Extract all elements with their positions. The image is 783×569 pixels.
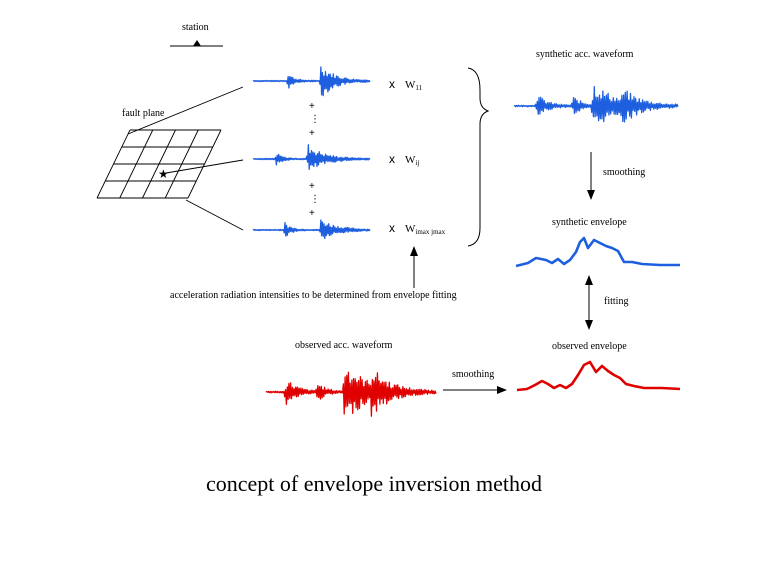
svg-text:x: x: [389, 221, 395, 235]
vertical-dots: ⋮: [310, 114, 320, 125]
fault-grid-column-line: [119, 129, 154, 199]
summation-brace: [467, 67, 490, 247]
synthetic-envelope-label: synthetic envelope: [552, 217, 627, 228]
synthetic-envelope-curve: [515, 236, 680, 268]
fault-plane-label: fault plane: [122, 108, 165, 119]
fault-grid-column-line: [96, 129, 131, 199]
hypocenter-star-icon: ★: [158, 167, 169, 181]
element-waveform-ij: [252, 144, 371, 171]
weight-imax-jmax: x Wimax jmax: [389, 221, 446, 236]
svg-text:x: x: [389, 152, 395, 166]
plus-sign: +: [309, 128, 315, 139]
fault-plane-grid: [96, 129, 222, 199]
plus-sign: +: [309, 101, 315, 112]
observed-acc-waveform-label: observed acc. waveform: [295, 340, 393, 351]
fitting-label: fitting: [604, 296, 628, 307]
fault-grid-column-line: [164, 129, 199, 199]
synthetic-acc-waveform-label: synthetic acc. waveform: [536, 49, 634, 60]
weight-11: x W11: [389, 77, 423, 92]
connector-line-bottom: [185, 199, 244, 231]
plus-sign: +: [309, 208, 315, 219]
vertical-dots: ⋮: [310, 194, 320, 205]
arrow-head-up-icon: [585, 275, 593, 285]
arrow-head-down-icon: [585, 320, 593, 330]
observed-envelope-curve: [516, 360, 681, 392]
station-label: station: [182, 22, 209, 33]
fault-grid-column-line: [187, 129, 222, 199]
weight-ij: x Wij: [389, 152, 419, 167]
plus-sign: +: [309, 181, 315, 192]
element-waveform-11: [252, 66, 371, 97]
element-waveform-imax-jmax: [252, 219, 371, 239]
svg-text:Wimax jmax: Wimax jmax: [405, 223, 446, 236]
observed-envelope-label: observed envelope: [552, 341, 627, 352]
svg-text:W11: W11: [405, 79, 423, 92]
svg-text:x: x: [389, 77, 395, 91]
svg-text:Wij: Wij: [405, 154, 419, 167]
arrow-head-down-icon: [587, 190, 595, 200]
fault-grid-column-line: [142, 129, 176, 199]
arrow-head-right-icon: [497, 386, 507, 394]
synthetic-acc-waveform: [513, 85, 679, 123]
arrow-head-up-icon: [410, 246, 418, 256]
smoothing-label-bottom: smoothing: [452, 369, 494, 380]
acceleration-note: acceleration radiation intensities to be…: [170, 290, 457, 301]
smoothing-label-top: smoothing: [603, 167, 645, 178]
station-marker-icon: [193, 40, 201, 46]
connector-line-middle: [165, 159, 244, 174]
diagram-title: concept of envelope inversion method: [206, 471, 542, 496]
connector-line-top: [127, 86, 244, 135]
observed-acc-waveform: [265, 371, 437, 417]
